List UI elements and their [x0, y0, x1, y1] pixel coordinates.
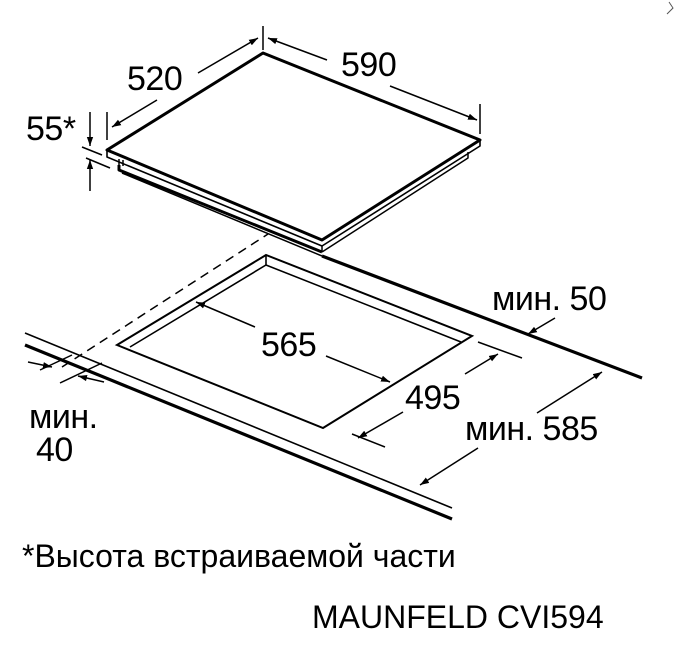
dimension-label-55: 55* — [26, 110, 76, 148]
hob-drawing — [105, 51, 482, 257]
dimension-lines — [27, 26, 603, 486]
clearance-label-min-40-line2: 40 — [36, 431, 73, 469]
corner-mark — [666, 1, 674, 15]
clearance-label-min-585: мин. 585 — [465, 410, 598, 448]
clearance-label-min-40-line1: мин. — [29, 398, 98, 436]
dimension-label-565: 565 — [261, 326, 317, 364]
countertop-drawing — [24, 233, 643, 521]
clearance-label-min-50: мин. 50 — [492, 280, 607, 318]
dimension-label-520: 520 — [127, 60, 183, 98]
dimension-label-590: 590 — [341, 46, 397, 84]
dimension-label-495: 495 — [405, 379, 461, 417]
footnote-text: *Высота встраиваемой части — [22, 538, 456, 574]
model-name: MAUNFELD CVI594 — [312, 599, 604, 635]
